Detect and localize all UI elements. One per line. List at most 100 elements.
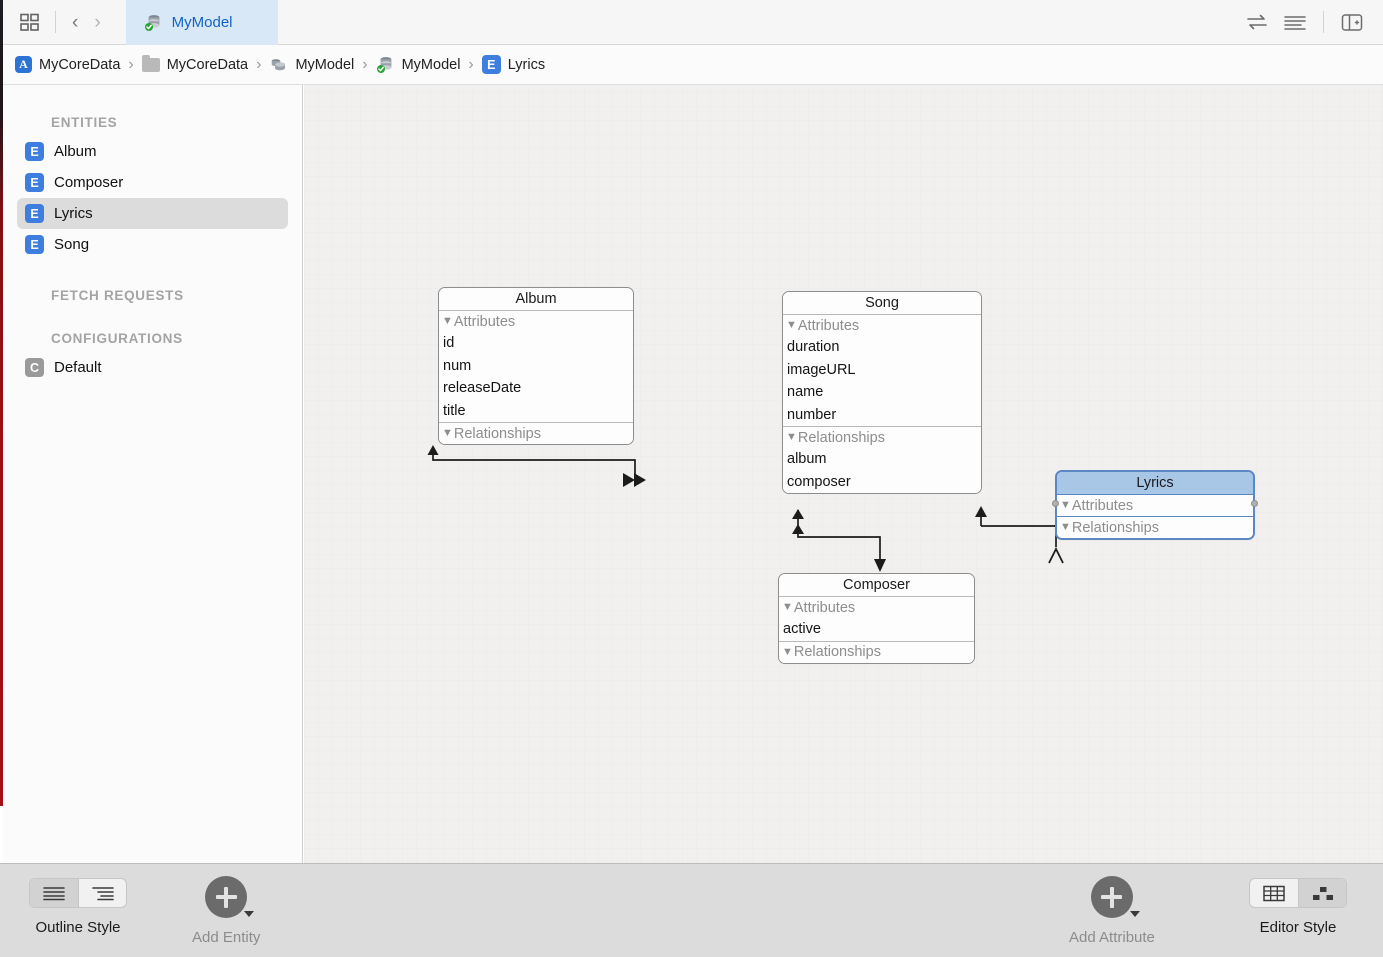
breadcrumb-item-datamodeld[interactable]: MyModel <box>269 56 354 74</box>
chevron-down-icon[interactable] <box>244 911 255 917</box>
attributes-label: Attributes <box>793 599 856 616</box>
inspector-panel-icon[interactable] <box>1335 5 1369 39</box>
resize-handle-right[interactable] <box>1251 500 1258 507</box>
to-one-arrowhead <box>427 445 439 455</box>
chevron-down-icon[interactable]: ▼ <box>786 431 797 443</box>
entity-icon: E <box>481 55 501 74</box>
table-editor-icon[interactable] <box>1250 879 1298 907</box>
to-many-arrowhead-outer <box>792 509 804 519</box>
outline-style-control: Outline Style <box>29 878 127 936</box>
chevron-right-icon[interactable]: › <box>94 11 101 33</box>
breadcrumb-item-entity[interactable]: E Lyrics <box>481 55 546 74</box>
breadcrumb-item-project[interactable]: A MyCoreData <box>15 56 120 73</box>
breadcrumb-label: MyCoreData <box>166 56 249 73</box>
attribute-row[interactable]: name <box>783 381 981 404</box>
to-many-arrowhead-inner <box>634 473 646 487</box>
sidebar-section-header-fetch-requests: FETCH REQUESTS <box>51 288 184 303</box>
chevron-down-icon[interactable] <box>1129 911 1140 917</box>
to-one-arrowhead <box>874 559 886 572</box>
attribute-row[interactable]: releaseDate <box>439 377 633 400</box>
swap-arrows-icon[interactable] <box>1240 5 1274 39</box>
chevron-down-icon[interactable]: ▼ <box>442 427 453 439</box>
configuration-icon: C <box>25 358 44 377</box>
entity-relationships-header[interactable]: ▼ Relationships <box>783 426 981 448</box>
sidebar-item-album[interactable]: E Album <box>17 136 288 167</box>
relationship-row[interactable]: composer <box>783 470 981 493</box>
breadcrumb-separator: › <box>468 55 474 73</box>
add-entity-control: Add Entity <box>192 876 260 946</box>
sidebar-item-label: Default <box>54 359 102 376</box>
sidebar-item-default[interactable]: C Default <box>17 352 288 383</box>
relationships-label: Relationships <box>793 644 881 660</box>
to-one-arrowhead <box>975 506 987 517</box>
entity-box-composer[interactable]: Composer ▼ Attributes active ▼ Relations… <box>778 573 975 664</box>
breadcrumb-separator: › <box>362 55 368 73</box>
attribute-row[interactable]: num <box>439 354 633 377</box>
add-entity-button[interactable] <box>205 876 255 918</box>
entity-box-lyrics[interactable]: Lyrics ▼ Attributes ▼ Relationships <box>1055 470 1255 540</box>
model-graph-canvas[interactable]: Album ▼ Attributes id num releaseDate ti… <box>304 85 1383 863</box>
chevron-down-icon[interactable]: ▼ <box>786 319 797 331</box>
chevron-left-icon[interactable]: ‹ <box>72 11 79 33</box>
entity-attributes-header[interactable]: ▼ Attributes <box>439 310 633 332</box>
sidebar-item-label: Lyrics <box>54 205 93 222</box>
chevron-down-icon[interactable]: ▼ <box>782 645 793 658</box>
relationship-row[interactable]: album <box>783 448 981 471</box>
attribute-row[interactable]: id <box>439 332 633 355</box>
xcdatamodeld-icon <box>272 58 286 70</box>
attributes-label: Attributes <box>453 313 516 330</box>
entity-attributes-header[interactable]: ▼ Attributes <box>1057 494 1253 516</box>
entity-relationships-header[interactable]: ▼ Relationships <box>1057 516 1253 538</box>
sidebar-item-lyrics[interactable]: E Lyrics <box>17 198 288 229</box>
attribute-row[interactable]: number <box>783 403 981 426</box>
plus-circle-icon <box>205 876 248 918</box>
chevron-down-icon[interactable]: ▼ <box>1060 521 1071 533</box>
graph-editor-icon[interactable] <box>1298 879 1346 907</box>
chevron-down-icon[interactable]: ▼ <box>1060 499 1071 511</box>
breadcrumb-label: MyModel <box>295 56 355 73</box>
sidebar-item-composer[interactable]: E Composer <box>17 167 288 198</box>
grid-view-icon[interactable] <box>12 5 46 39</box>
entity-box-album[interactable]: Album ▼ Attributes id num releaseDate ti… <box>438 287 634 445</box>
attribute-row[interactable]: active <box>779 618 974 641</box>
relationships-label: Relationships <box>797 429 885 446</box>
resize-handle-left[interactable] <box>1052 500 1059 507</box>
chevron-down-icon[interactable]: ▼ <box>442 315 453 327</box>
attribute-row[interactable]: duration <box>783 336 981 359</box>
tab-bar: ‹ › MyModel <box>0 0 1383 45</box>
hierarchical-list-icon[interactable] <box>78 879 126 907</box>
add-attribute-control: Add Attribute <box>1069 876 1155 946</box>
add-attribute-button[interactable] <box>1090 876 1140 918</box>
flat-list-icon[interactable] <box>30 879 78 907</box>
entity-icon: E <box>25 235 44 254</box>
breadcrumb-separator: › <box>128 55 134 73</box>
lines-list-icon[interactable] <box>1278 5 1312 39</box>
add-attribute-label: Add Attribute <box>1069 929 1155 946</box>
entity-relationships-header[interactable]: ▼ Relationships <box>439 422 633 444</box>
breadcrumb-item-folder[interactable]: MyCoreData <box>141 54 249 73</box>
attribute-row[interactable]: imageURL <box>783 358 981 381</box>
entity-relationships-header[interactable]: ▼ Relationships <box>779 640 974 663</box>
editor-tab-mymodel[interactable]: MyModel <box>125 0 278 45</box>
sidebar-item-song[interactable]: E Song <box>17 229 288 260</box>
sidebar-item-label: Album <box>54 143 97 160</box>
breadcrumb: A MyCoreData › MyCoreData › MyModel › <box>0 45 1383 85</box>
plus-circle-icon <box>1090 876 1133 918</box>
outline-style-segmented[interactable] <box>29 878 127 908</box>
breadcrumb-item-model[interactable]: MyModel <box>376 55 460 74</box>
editor-style-label: Editor Style <box>1259 919 1337 936</box>
sidebar-item-label: Composer <box>54 174 124 191</box>
xcode-app-icon: A <box>15 56 32 73</box>
entity-box-song[interactable]: Song ▼ Attributes duration imageURL name… <box>782 291 982 494</box>
coredata-model-icon <box>144 14 160 31</box>
breadcrumb-label: Lyrics <box>507 56 546 73</box>
entity-attributes-header[interactable]: ▼ Attributes <box>783 314 981 336</box>
model-outline-sidebar: ENTITIES E Album E Composer E Lyrics E S… <box>3 85 303 863</box>
attribute-row[interactable]: title <box>439 399 633 422</box>
sidebar-section-header-configurations: CONFIGURATIONS <box>51 331 183 346</box>
editor-style-segmented[interactable] <box>1249 878 1347 908</box>
entity-attributes-header[interactable]: ▼ Attributes <box>779 596 974 618</box>
toolbar-divider-2 <box>1323 11 1324 33</box>
chevron-down-icon[interactable]: ▼ <box>782 601 793 613</box>
entity-title: Song <box>783 292 981 314</box>
